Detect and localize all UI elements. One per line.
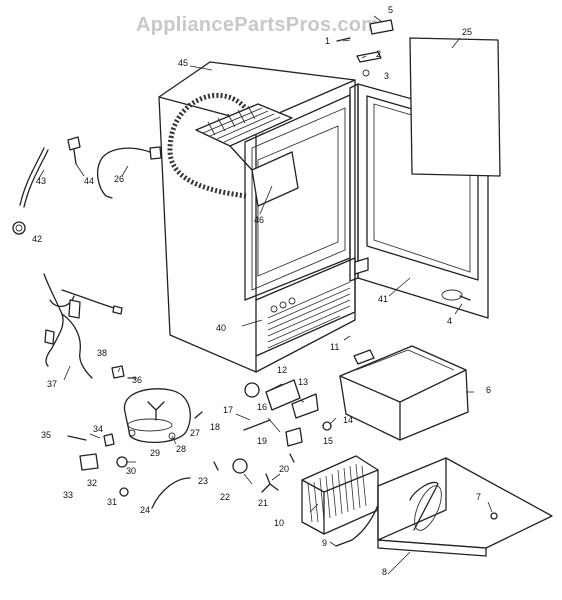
top-hinge-parts xyxy=(336,19,394,77)
part-label: 29 xyxy=(150,448,160,458)
drain-hose xyxy=(19,147,45,206)
screw-27 xyxy=(194,411,203,419)
ice-bin xyxy=(339,345,469,441)
part-label: 4 xyxy=(447,316,452,326)
site-watermark: AppliancePartsPros.com xyxy=(136,14,379,36)
main-wire-harness xyxy=(43,273,123,379)
part-label: 23 xyxy=(198,476,208,486)
part-label: 9 xyxy=(322,538,327,548)
hose-clamp xyxy=(12,221,26,235)
part-label: 35 xyxy=(41,430,51,440)
compressor xyxy=(123,388,191,444)
part-label: 38 xyxy=(97,348,107,358)
part-label: 2 xyxy=(376,49,381,59)
part-label: 30 xyxy=(126,466,136,476)
part-label: 26 xyxy=(114,174,124,184)
part-label: 40 xyxy=(216,323,226,333)
part-label: 15 xyxy=(323,436,333,446)
part-label: 31 xyxy=(107,497,117,507)
part-label: 16 xyxy=(257,402,267,412)
part-label: 17 xyxy=(223,405,233,415)
part-label: 27 xyxy=(190,428,200,438)
motor-bracket-parts xyxy=(232,379,332,493)
cord-24 xyxy=(151,477,191,509)
part-label: 28 xyxy=(176,444,186,454)
part-label: 13 xyxy=(298,377,308,387)
part-label: 42 xyxy=(32,234,42,244)
part-label: 5 xyxy=(388,5,393,15)
condenser xyxy=(301,455,379,535)
part-label: 20 xyxy=(279,464,289,474)
part-label: 22 xyxy=(220,492,230,502)
part-label: 33 xyxy=(63,490,73,500)
part-label: 24 xyxy=(140,505,150,515)
screw-23 xyxy=(213,461,219,471)
part-label: 36 xyxy=(132,375,142,385)
part-label: 45 xyxy=(178,58,188,68)
part-label: 12 xyxy=(277,365,287,375)
screw-7 xyxy=(490,512,498,520)
part-label: 18 xyxy=(210,422,220,432)
part-label: 46 xyxy=(254,215,264,225)
base-pan xyxy=(377,457,553,557)
washer-31 xyxy=(119,487,129,497)
part-label: 11 xyxy=(330,342,339,352)
drier-9 xyxy=(335,539,353,547)
part-label: 41 xyxy=(378,294,388,304)
overload-34 xyxy=(103,433,115,447)
cover-32 xyxy=(79,453,99,471)
part-label: 10 xyxy=(274,518,284,528)
door-panel xyxy=(409,37,501,177)
front-grille xyxy=(267,281,351,349)
lower-hinge xyxy=(459,295,471,301)
part-label: 14 xyxy=(343,415,353,425)
ice-tray xyxy=(195,103,299,207)
leader-lines xyxy=(37,15,493,575)
part-number-labels: 1 2 3 4 5 6 7 8 9 10 11 12 13 14 15 16 1… xyxy=(32,5,491,577)
part-label: 7 xyxy=(476,492,481,502)
wire-35 xyxy=(67,435,87,441)
part-label: 6 xyxy=(486,385,491,395)
part-label: 34 xyxy=(93,424,103,434)
part-label: 32 xyxy=(87,478,97,488)
part-label: 25 xyxy=(462,27,472,37)
part-label: 1 xyxy=(325,36,330,46)
wire-harness-26 xyxy=(96,146,162,199)
part-label: 37 xyxy=(47,379,57,389)
part-label: 44 xyxy=(84,176,94,186)
part-label: 19 xyxy=(257,436,267,446)
part-label: 8 xyxy=(382,567,387,577)
thermostat xyxy=(67,136,81,165)
part-label: 3 xyxy=(384,71,389,81)
part-label: 43 xyxy=(36,176,46,186)
part-label: 21 xyxy=(258,498,268,508)
